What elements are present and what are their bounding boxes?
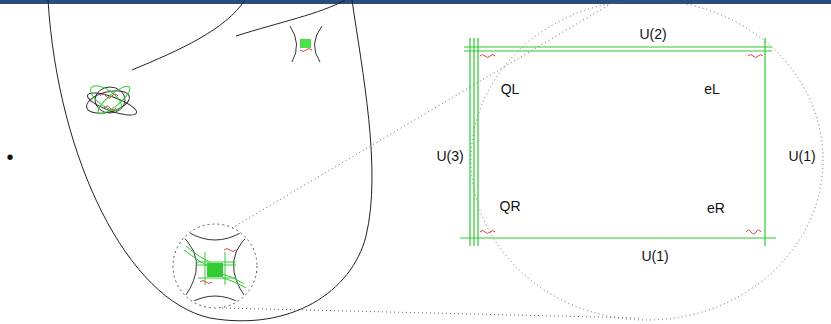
pinch-throat: [290, 26, 322, 62]
valley-line: [236, 0, 345, 36]
particle-label: QR: [500, 199, 521, 213]
zoom-circle: [173, 224, 257, 308]
small-brane-box: [178, 232, 252, 304]
landscape-outline: [48, 0, 372, 321]
brane-stack: [460, 38, 776, 246]
zoom-line: [222, 308, 640, 318]
particle-label: eL: [704, 82, 720, 96]
brane-tangle: [84, 81, 139, 119]
zoom-line: [232, 3, 612, 228]
particle-label: eR: [707, 201, 725, 215]
group-label: U(1): [641, 249, 668, 263]
zoom-circle: [471, 0, 823, 320]
valley-line: [132, 0, 245, 70]
group-label: U(1): [788, 149, 815, 163]
bullet: •: [6, 147, 13, 167]
top-bar: [0, 0, 831, 4]
group-label: U(2): [639, 27, 666, 41]
open-string: [480, 55, 763, 235]
group-label: U(3): [436, 149, 463, 163]
particle-label: QL: [501, 82, 520, 96]
